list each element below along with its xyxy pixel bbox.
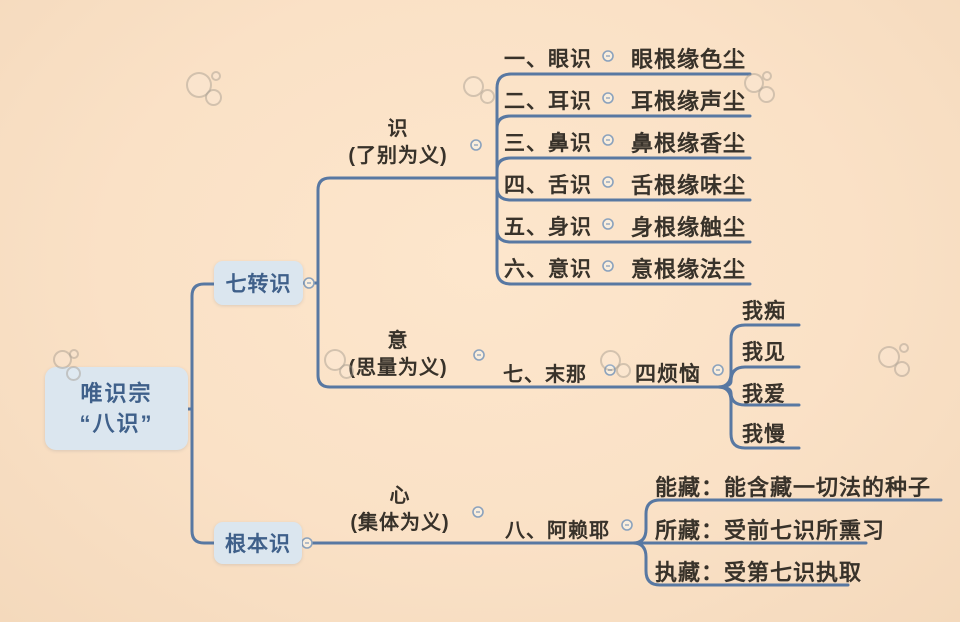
shi-label-node[interactable]: 识 (了别为义)	[320, 116, 476, 170]
collapse-toggle-icon[interactable]	[602, 218, 614, 230]
row5-line	[495, 228, 752, 244]
bubble-decoration	[480, 89, 495, 104]
yi-label-node[interactable]: 意 (思量为义)	[320, 328, 476, 382]
row-desc-label[interactable]: 鼻根缘香尘	[631, 131, 747, 156]
row-desc-label[interactable]: 身根缘触尘	[631, 215, 747, 240]
collapse-toggle-icon[interactable]	[602, 50, 614, 62]
row-desc-label[interactable]: 舌根缘味尘	[631, 173, 747, 198]
bubble-decoration	[894, 361, 910, 377]
shi-gloss: (了别为义)	[348, 145, 448, 167]
branch-label: 根本识	[225, 533, 291, 556]
row-number-label[interactable]: 五、身识	[504, 216, 592, 239]
root-trunk-line	[190, 282, 216, 545]
row-number-label[interactable]: 二、耳识	[504, 90, 592, 113]
klesha-item[interactable]: 我见	[742, 341, 786, 364]
row-desc-label[interactable]: 意根缘法尘	[631, 257, 747, 282]
collapse-toggle-icon[interactable]	[470, 139, 482, 151]
collapse-toggle-icon[interactable]	[303, 277, 315, 289]
collapse-toggle-icon[interactable]	[602, 176, 614, 188]
klesha-item[interactable]: 我爱	[742, 383, 786, 406]
row-desc-label[interactable]: 眼根缘色尘	[631, 47, 747, 72]
row3-line	[495, 156, 752, 172]
row-number-label[interactable]: 一、眼识	[504, 48, 592, 71]
bubble-decoration	[878, 346, 900, 368]
row1-line	[495, 72, 752, 90]
collapse-toggle-icon[interactable]	[301, 537, 313, 549]
aspect1-line	[631, 498, 943, 545]
collapse-toggle-icon[interactable]	[472, 506, 484, 518]
bubble-decoration	[600, 350, 621, 371]
row6-line	[495, 268, 752, 286]
klesha-item[interactable]: 我慢	[742, 423, 786, 446]
branch-label: 七转识	[225, 273, 292, 296]
xin-label-node[interactable]: 心 (集体为义)	[322, 483, 478, 537]
yi-gloss: (思量为义)	[348, 357, 448, 379]
bubble-decoration	[616, 363, 631, 378]
aspect-item[interactable]: 能藏：能含藏一切法的种子	[655, 475, 932, 500]
xin-gloss: (集体为义)	[350, 512, 450, 534]
aspect-item[interactable]: 执藏：受第七识执取	[655, 560, 863, 585]
bubble-decoration	[205, 89, 222, 106]
bubble-decoration	[744, 73, 764, 93]
klesha-count-node[interactable]: 四烦恼	[635, 363, 701, 386]
manas-node[interactable]: 七、末那	[503, 364, 587, 386]
alaya-node[interactable]: 八、阿赖耶	[505, 520, 610, 542]
row4-line	[495, 186, 752, 202]
row-desc-label[interactable]: 耳根缘声尘	[631, 89, 747, 114]
klesha4-line	[716, 385, 801, 450]
yi-name: 意	[387, 330, 409, 352]
bubble-decoration	[463, 76, 484, 97]
connector-lines	[181, 72, 943, 587]
bubble-decoration	[53, 350, 72, 369]
collapse-toggle-icon[interactable]	[602, 134, 614, 146]
bubble-decoration	[762, 71, 772, 81]
bubble-decoration	[758, 86, 775, 103]
row-number-label[interactable]: 四、舌识	[504, 174, 592, 197]
branch-node-root-consciousness[interactable]: 根本识	[214, 522, 302, 564]
root-title-line2: “八识”	[79, 410, 154, 436]
collapse-toggle-icon[interactable]	[602, 92, 614, 104]
bubble-decoration	[899, 343, 909, 353]
branch-node-seven-evolving[interactable]: 七转识	[214, 261, 303, 305]
aspect3-line	[631, 541, 850, 587]
bubble-decoration	[339, 364, 354, 379]
bubble-decoration	[211, 71, 221, 81]
collapse-toggles	[301, 50, 724, 549]
row-number-label[interactable]: 六、意识	[504, 258, 592, 281]
row-number-label[interactable]: 三、鼻识	[504, 132, 592, 155]
root-title-line1: 唯识宗	[80, 380, 153, 406]
collapse-toggle-icon[interactable]	[712, 364, 724, 376]
collapse-toggle-icon[interactable]	[621, 519, 633, 531]
aspect-item[interactable]: 所藏：受前七识所熏习	[655, 518, 886, 543]
xin-name: 心	[389, 485, 411, 507]
collapse-toggle-icon[interactable]	[602, 260, 614, 272]
shi-name: 识	[387, 118, 409, 140]
row2-line	[495, 114, 752, 130]
mindmap-root-node[interactable]: 唯识宗 “八识”	[45, 367, 188, 450]
bubble-decoration	[66, 366, 81, 381]
mid-spine-line	[316, 176, 720, 389]
klesha-item[interactable]: 我痴	[742, 300, 786, 323]
bubble-decoration	[69, 349, 79, 359]
collapse-toggle-icon[interactable]	[473, 349, 485, 361]
